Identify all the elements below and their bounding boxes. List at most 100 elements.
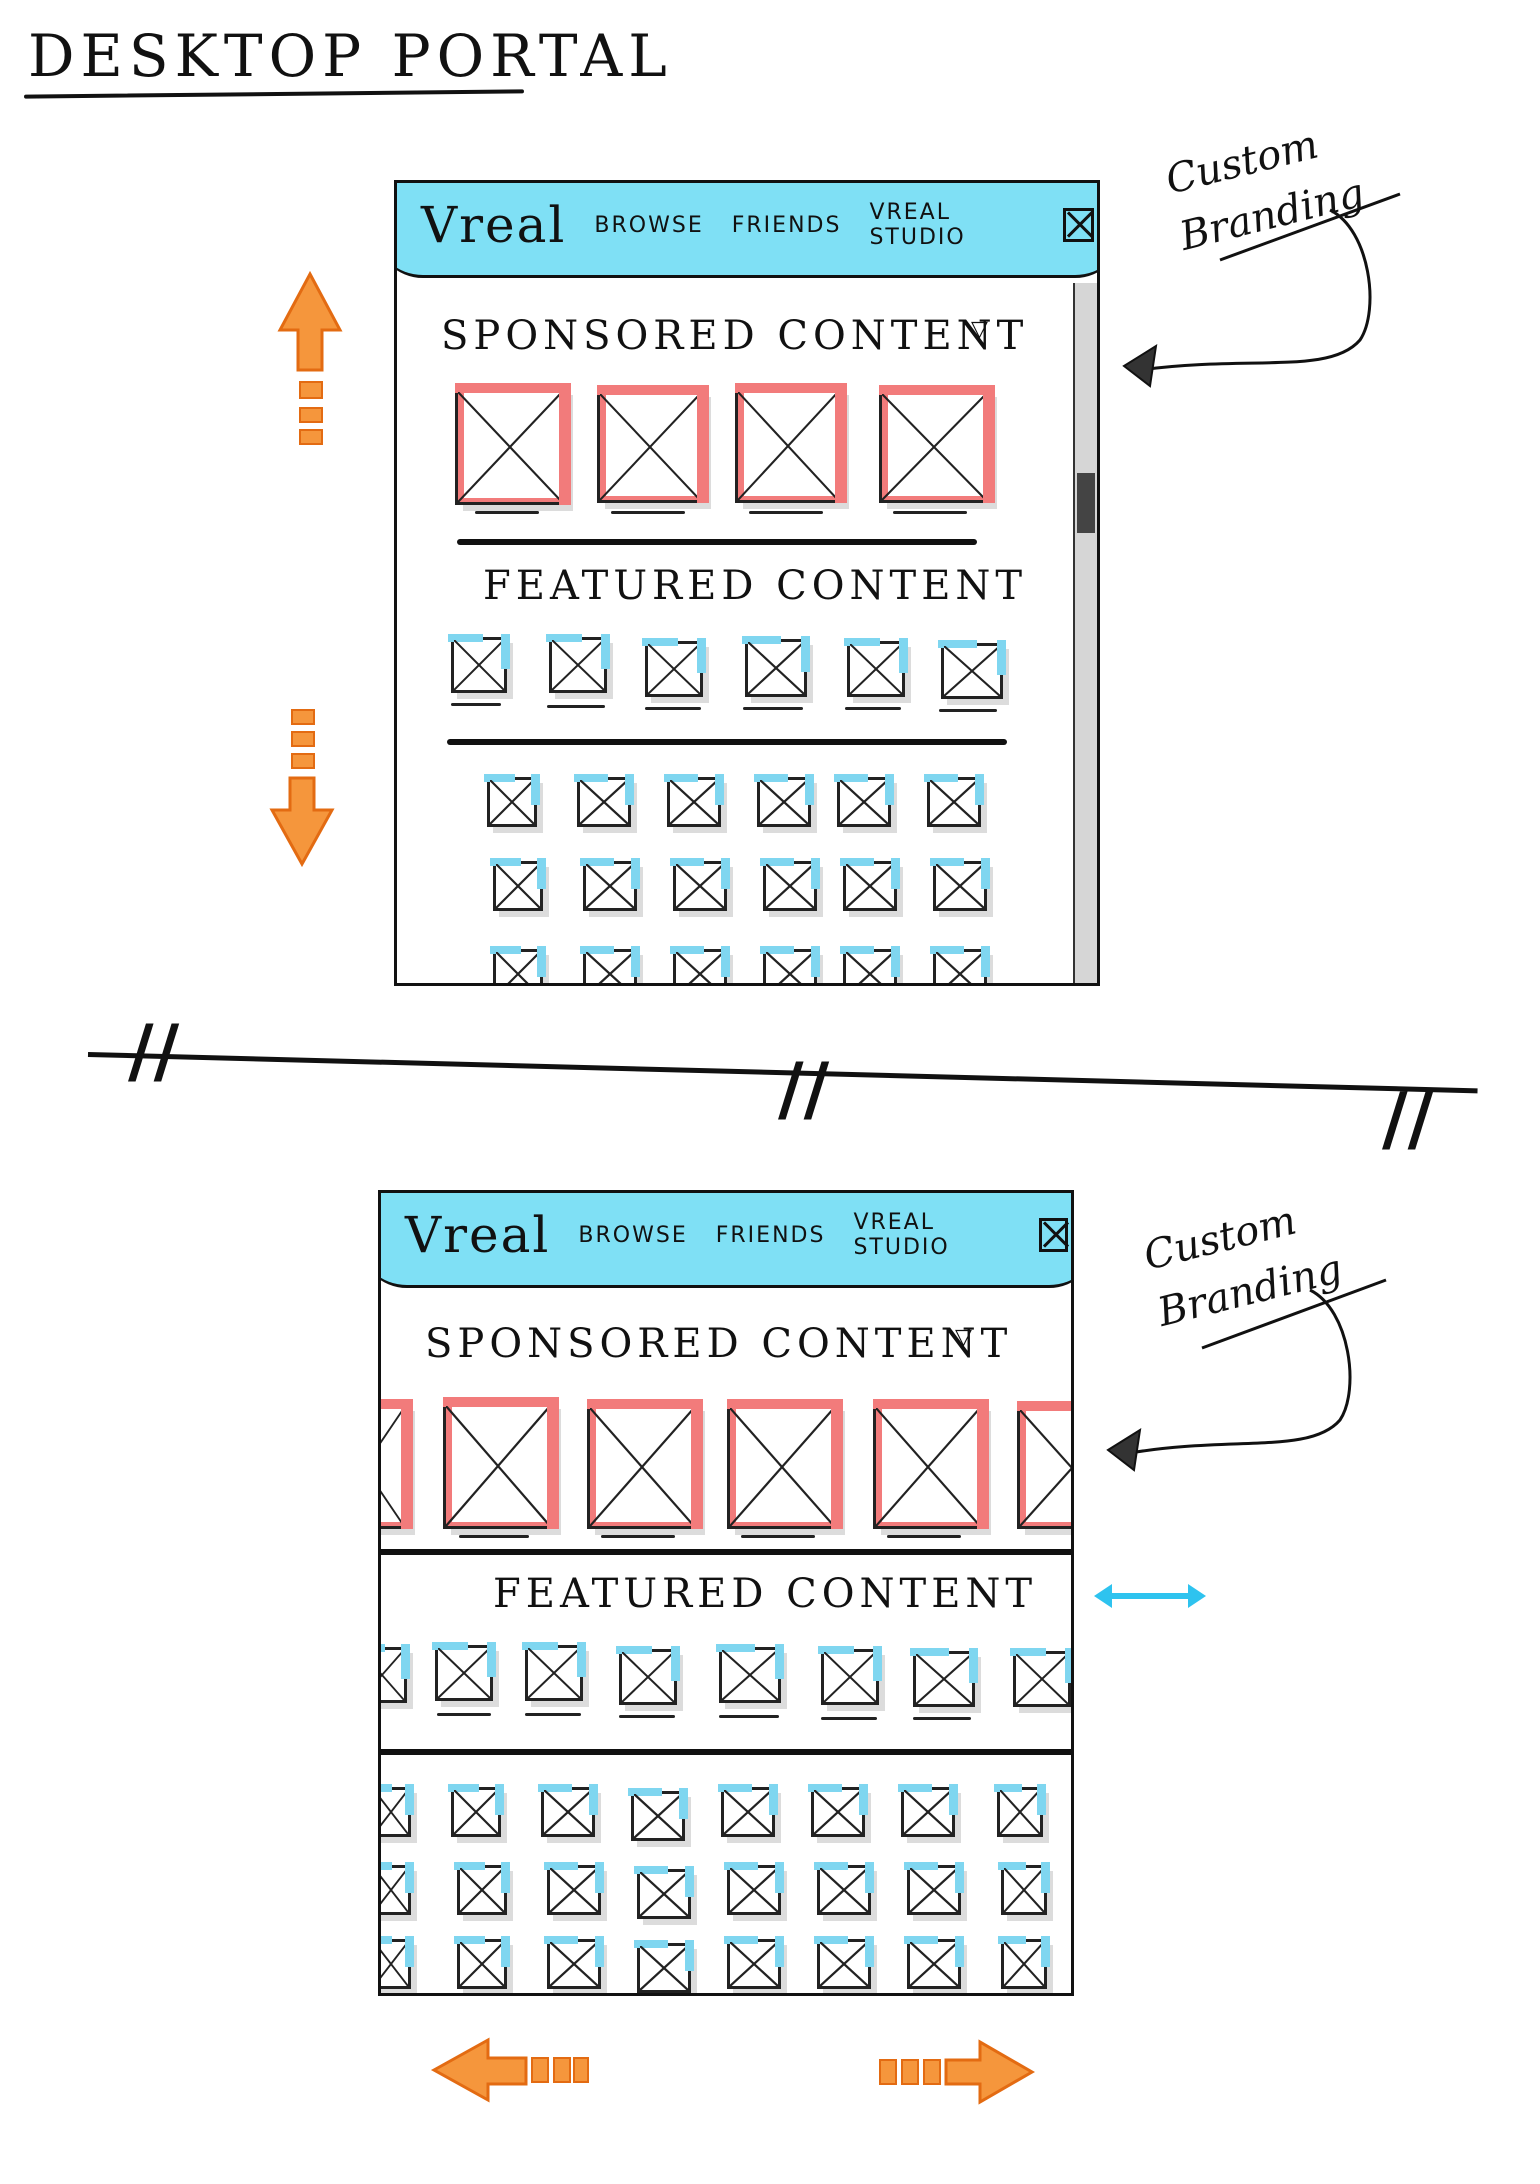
info-triangle-icon: ▽	[955, 1325, 972, 1350]
grid-thumbnail[interactable]	[930, 946, 990, 983]
profile-image-icon[interactable]	[1038, 1218, 1069, 1252]
grid-thumbnail[interactable]	[580, 946, 640, 983]
sponsored-thumbnail[interactable]	[735, 383, 847, 503]
grid-thumbnail[interactable]	[670, 946, 730, 983]
scroll-right-arrow-icon	[879, 2039, 1036, 2105]
featured-thumbnail[interactable]	[642, 638, 706, 697]
grid-thumbnail[interactable]	[580, 858, 640, 911]
grid-thumbnail[interactable]	[628, 1788, 688, 1841]
thumbnail-caption-line	[475, 511, 539, 514]
thumbnail-caption-line	[821, 1717, 877, 1720]
grid-thumbnail[interactable]	[814, 1862, 874, 1915]
grid-thumbnail[interactable]	[454, 1862, 510, 1915]
nav-browse[interactable]: BROWSE	[578, 1222, 688, 1248]
sponsored-thumbnail[interactable]	[587, 1399, 703, 1529]
grid-thumbnail[interactable]	[754, 774, 814, 827]
sponsored-thumbnail[interactable]	[727, 1399, 843, 1529]
mockup-vertical-scroll: Vreal BROWSE FRIENDS VREAL STUDIO SPONSO…	[394, 180, 1100, 986]
grid-thumbnail[interactable]	[544, 1862, 604, 1915]
featured-thumbnail[interactable]	[938, 640, 1006, 699]
grid-thumbnail[interactable]	[574, 774, 634, 827]
nav-browse[interactable]: BROWSE	[594, 212, 704, 238]
grid-thumbnail[interactable]	[904, 1862, 964, 1915]
nav-friends[interactable]: FRIENDS	[715, 1222, 826, 1248]
sponsored-thumbnail[interactable]	[1017, 1401, 1071, 1529]
thumbnail-caption-line	[845, 707, 901, 710]
grid-thumbnail[interactable]	[454, 1936, 510, 1989]
vertical-scrollbar[interactable]	[1073, 283, 1097, 983]
nav-vreal-studio[interactable]: VREAL STUDIO	[869, 200, 966, 250]
featured-thumbnail[interactable]	[381, 1644, 410, 1703]
grid-thumbnail[interactable]	[664, 774, 724, 827]
thumbnail-caption-line	[893, 511, 967, 514]
page-title: DESKTOP PORTAL	[28, 22, 673, 90]
thumbnail-caption-line	[939, 709, 997, 712]
profile-image-icon[interactable]	[1062, 208, 1094, 242]
grid-thumbnail[interactable]	[544, 1936, 604, 1989]
grid-thumbnail[interactable]	[448, 1784, 504, 1837]
grid-thumbnail[interactable]	[834, 774, 894, 827]
featured-thumbnail[interactable]	[844, 638, 908, 697]
grid-thumbnail[interactable]	[760, 858, 820, 911]
info-triangle-icon: ▽	[971, 317, 988, 342]
grid-thumbnail[interactable]	[718, 1784, 778, 1837]
sponsored-thumbnail[interactable]	[879, 385, 995, 503]
grid-thumbnail[interactable]	[904, 1936, 964, 1989]
grid-thumbnail[interactable]	[840, 858, 900, 911]
grid-thumbnail[interactable]	[898, 1784, 958, 1837]
grid-thumbnail[interactable]	[634, 1866, 694, 1919]
grid-thumbnail[interactable]	[490, 858, 546, 911]
grid-thumbnail[interactable]	[634, 1940, 694, 1993]
grid-thumbnail[interactable]	[670, 858, 730, 911]
sponsored-thumbnail[interactable]	[381, 1399, 413, 1529]
grid-thumbnail[interactable]	[998, 1936, 1050, 1989]
vreal-logo[interactable]: Vreal	[421, 196, 567, 254]
featured-thumbnail[interactable]	[522, 1642, 586, 1701]
grid-thumbnail[interactable]	[484, 774, 540, 827]
section-divider	[381, 1749, 1071, 1755]
thumbnail-caption-line	[459, 1535, 529, 1538]
grid-thumbnail[interactable]	[381, 1784, 414, 1837]
nav-vreal-studio[interactable]: VREAL STUDIO	[853, 1210, 950, 1260]
pointer-arrow-icon	[1106, 1278, 1387, 1472]
grid-thumbnail[interactable]	[381, 1936, 414, 1989]
featured-thumbnail[interactable]	[910, 1648, 978, 1707]
grid-thumbnail[interactable]	[538, 1784, 598, 1837]
grid-thumbnail[interactable]	[760, 946, 820, 983]
pointer-arrow-icon	[1122, 192, 1401, 388]
vreal-logo[interactable]: Vreal	[405, 1206, 551, 1264]
featured-thumbnail[interactable]	[448, 634, 510, 693]
grid-thumbnail[interactable]	[490, 946, 546, 983]
sponsored-thumbnail[interactable]	[597, 385, 709, 503]
featured-thumbnail[interactable]	[742, 636, 810, 697]
featured-thumbnail[interactable]	[546, 634, 610, 693]
grid-thumbnail[interactable]	[994, 1784, 1046, 1837]
featured-thumbnail[interactable]	[818, 1646, 882, 1705]
grid-thumbnail[interactable]	[381, 1862, 414, 1915]
featured-thumbnail[interactable]	[432, 1642, 496, 1701]
scroll-left-arrow-icon	[430, 2037, 589, 2103]
break-marker: //	[128, 1010, 180, 1092]
featured-thumbnail[interactable]	[1010, 1648, 1071, 1707]
featured-thumbnail[interactable]	[716, 1644, 784, 1703]
grid-thumbnail[interactable]	[814, 1936, 874, 1989]
grid-thumbnail[interactable]	[724, 1862, 784, 1915]
featured-thumbnail[interactable]	[616, 1646, 680, 1705]
sponsored-thumbnail[interactable]	[455, 383, 571, 505]
section-divider	[457, 539, 977, 545]
sponsored-thumbnail[interactable]	[873, 1399, 989, 1529]
grid-thumbnail[interactable]	[930, 858, 990, 911]
sponsored-thumbnail[interactable]	[443, 1397, 559, 1529]
section-divider	[381, 1549, 1071, 1555]
grid-thumbnail[interactable]	[724, 1936, 784, 1989]
grid-thumbnail[interactable]	[998, 1862, 1050, 1915]
grid-thumbnail[interactable]	[808, 1784, 868, 1837]
thumbnail-caption-line	[749, 511, 823, 514]
nav-friends[interactable]: FRIENDS	[731, 212, 842, 238]
grid-thumbnail[interactable]	[840, 946, 900, 983]
featured-content-title: FEATURED CONTENT	[493, 1571, 1038, 1617]
grid-thumbnail[interactable]	[924, 774, 984, 827]
thumbnail-caption-line	[913, 1717, 971, 1720]
scrollbar-thumb[interactable]	[1077, 473, 1095, 533]
thumbnail-caption-line	[741, 1535, 815, 1538]
